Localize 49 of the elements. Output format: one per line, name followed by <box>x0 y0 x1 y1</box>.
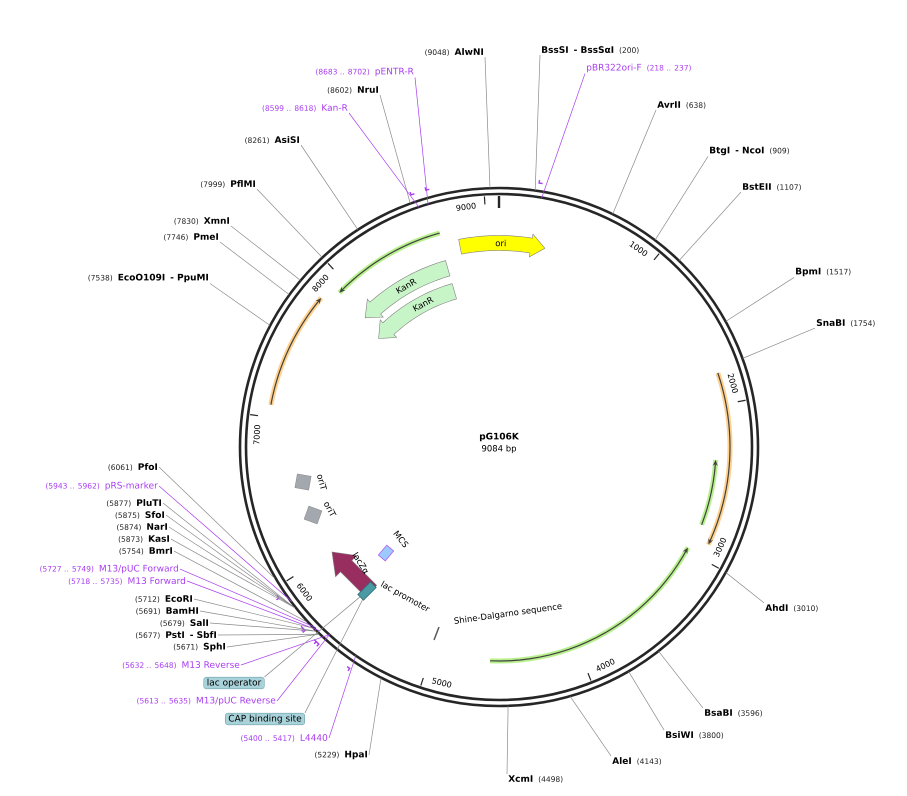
leader-line <box>226 634 320 648</box>
leader-line <box>725 277 794 322</box>
leader-line <box>328 654 356 738</box>
plasmid-length: 9084 bp <box>482 444 516 454</box>
leader-line <box>276 634 330 702</box>
tick-label: 2000 <box>728 373 738 393</box>
tick-label: 7000 <box>253 425 260 444</box>
feature-arc <box>699 460 718 526</box>
leader-line <box>158 466 275 578</box>
leader-line <box>742 328 816 359</box>
leader-line <box>174 550 307 622</box>
leader-line <box>194 598 314 628</box>
leader-line <box>368 678 382 756</box>
leader-line <box>230 226 301 281</box>
plasmid-name: pG106K <box>480 432 520 442</box>
leader-line <box>678 192 742 261</box>
feature-label-box: CAP binding site <box>225 712 305 726</box>
leader-line <box>304 599 363 714</box>
leader-line <box>658 650 704 708</box>
leader-line <box>612 110 656 214</box>
leader-line <box>654 156 708 240</box>
leader-line <box>180 568 316 628</box>
tick-label: 4000 <box>596 658 614 671</box>
leader-line <box>300 144 358 230</box>
leader-line <box>726 572 764 604</box>
feature-arc <box>268 296 324 406</box>
leader-line <box>506 706 508 774</box>
leader-line <box>628 671 664 730</box>
leader-line <box>210 283 270 326</box>
leader-line <box>570 696 612 756</box>
leader-line <box>210 622 316 632</box>
feature-arc <box>338 230 440 295</box>
tick-label: 9000 <box>456 202 476 211</box>
leader-line <box>256 188 323 258</box>
leader-line <box>220 242 290 295</box>
leader-line <box>484 56 490 188</box>
leader-line <box>348 112 420 208</box>
leader-line <box>170 538 296 608</box>
feature-label-box: lac operator <box>204 676 264 690</box>
tick-label: 3000 <box>713 538 726 557</box>
leader-line <box>240 634 330 666</box>
leader-line <box>158 486 292 602</box>
tick-label: 5000 <box>432 678 452 688</box>
leader-line <box>380 94 411 204</box>
leader-line <box>541 73 586 199</box>
leader-line <box>186 580 320 631</box>
leader-line <box>414 77 428 206</box>
leader-line <box>534 54 540 191</box>
leader-line <box>264 596 360 678</box>
